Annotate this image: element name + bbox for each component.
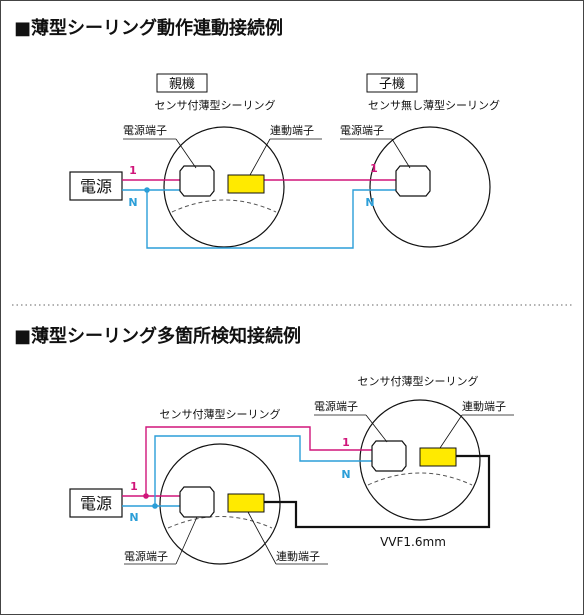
left-power-terminal-label: 電源端子 [124, 549, 168, 563]
child-desc: センサ無し薄型シーリング [368, 98, 500, 112]
power-source-box [69, 171, 123, 201]
parent-desc: センサ付薄型シーリング [155, 98, 276, 112]
parent-ceiling-light [163, 126, 285, 248]
s2-wire-1-link [145, 426, 374, 496]
s2-right-wire-1-label: 1 [342, 436, 350, 449]
wire-n-label: N [128, 196, 137, 209]
parent-power-terminal-label: 電源端子 [123, 123, 167, 137]
left-link-terminal-label: 連動端子 [276, 549, 320, 563]
parent-power-terminal [179, 165, 215, 197]
s2-wire-n-junction [152, 503, 158, 509]
child-wire-n-label: N [365, 196, 374, 209]
s2-wire-n-label: N [129, 511, 138, 524]
right-link-terminal-label: 連動端子 [462, 399, 506, 413]
power-source-box-2 [69, 488, 123, 518]
section1-title: ■薄型シーリング動作連動接続例 [14, 17, 283, 39]
left-link-leader [247, 511, 277, 565]
power-source-label: 電源 [80, 177, 112, 196]
right-power-terminal-label: 電源端子 [314, 399, 358, 413]
vvf-link-cable [264, 454, 491, 529]
parent-tag-box [156, 73, 208, 93]
left-ceiling-light [159, 443, 281, 565]
left-desc: センサ付薄型シーリング [160, 407, 281, 421]
section2-title: ■薄型シーリング多箇所検知接続例 [14, 325, 301, 347]
child-tag-box [366, 73, 418, 93]
parent-link-leader [249, 138, 271, 176]
cable-spec-label: VVF1.6mm [380, 535, 446, 549]
left-link-terminal [227, 493, 265, 513]
parent-power-leader [175, 138, 197, 169]
wire-n-junction [144, 187, 150, 193]
child-power-terminal-label: 電源端子 [340, 123, 384, 137]
left-power-leader [175, 516, 198, 565]
wire-1-label: 1 [129, 164, 137, 177]
parent-tag: 親機 [169, 77, 195, 92]
child-wire-1-label: 1 [370, 162, 378, 175]
child-power-terminal [395, 165, 431, 197]
wire-n-link [146, 189, 398, 249]
right-power-leader [365, 414, 388, 443]
s2-right-wire-n-label: N [341, 468, 350, 481]
parent-link-terminal-label: 連動端子 [270, 123, 314, 137]
s2-wire-1-junction [143, 493, 149, 499]
right-power-terminal [371, 440, 407, 472]
s2-wire-n-link [154, 435, 374, 506]
right-link-terminal [419, 447, 457, 467]
parent-link-terminal [227, 174, 265, 194]
left-power-terminal [179, 486, 215, 518]
child-tag: 子機 [379, 77, 405, 92]
right-desc: センサ付薄型シーリング [358, 374, 479, 388]
right-link-leader [439, 414, 463, 449]
s2-wire-1-label: 1 [130, 480, 138, 493]
power-source-label-2: 電源 [80, 494, 112, 513]
child-power-leader [391, 138, 411, 169]
